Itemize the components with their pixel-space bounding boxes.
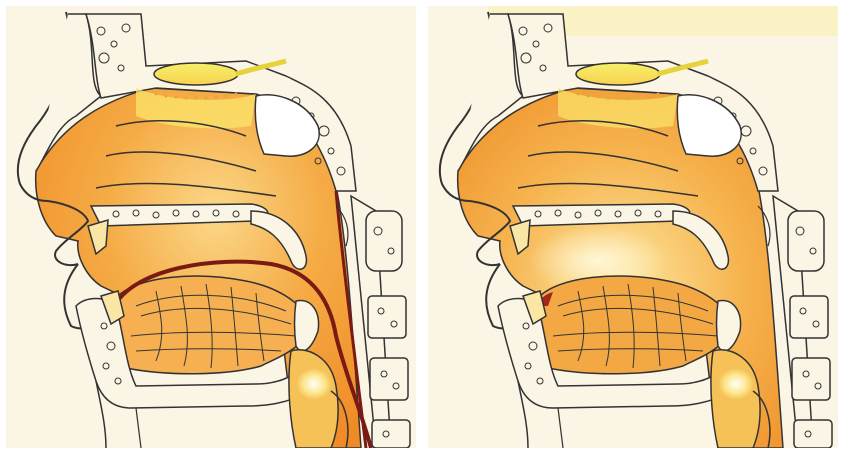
sagittal-head-diagram-right xyxy=(428,6,838,448)
olfactory-region xyxy=(154,63,238,85)
vertebra-4 xyxy=(794,420,832,448)
sagittal-head-diagram-left xyxy=(6,6,416,448)
vertebra-1 xyxy=(366,211,402,271)
vertebra-2 xyxy=(368,296,406,338)
panel-left xyxy=(6,6,416,448)
vertebra-3 xyxy=(370,358,408,400)
vertebra-1 xyxy=(788,211,824,271)
olfactory-region xyxy=(576,63,660,85)
panel-right xyxy=(428,6,838,448)
vertebra-2 xyxy=(790,296,828,338)
larynx-glow xyxy=(718,368,754,400)
vertebra-3 xyxy=(792,358,830,400)
vertebra-4 xyxy=(372,420,410,448)
larynx-glow xyxy=(296,368,332,400)
